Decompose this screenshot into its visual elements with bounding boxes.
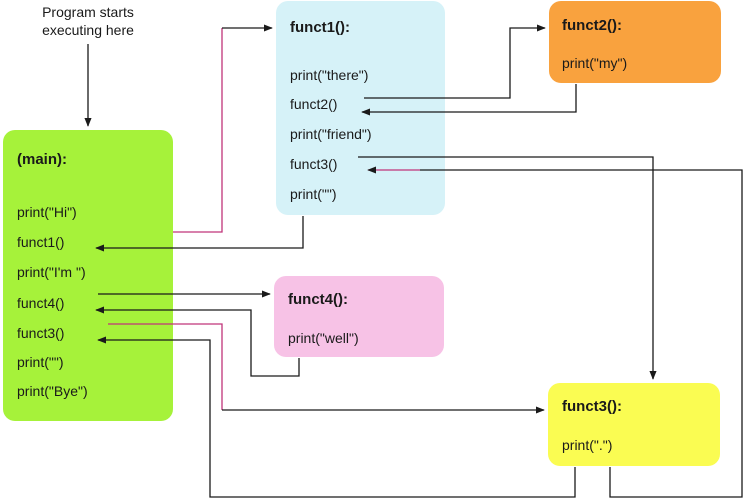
funct2-title: funct2(): [562,17,622,34]
main-line-print-im: print("I'm ") [17,264,86,280]
funct4-title: funct4(): [288,291,348,308]
main-line-funct3-call: funct3() [17,325,65,341]
call-funct1-wire [173,28,223,233]
funct3-box: funct3(): print(".") [548,383,720,466]
funct1-title: funct1(): [290,19,350,36]
return-funct3-to-main-arrow [97,336,576,498]
funct4-line-print-well: print("well") [288,330,359,346]
start-note: Program starts executing here [22,3,154,39]
main-title: (main): [17,151,67,168]
funct1-line-funct2-call: funct2() [290,96,338,112]
funct1-line-print-friend: print("friend") [290,126,372,142]
funct3-line-print-dot: print(".") [562,437,613,453]
main-line-print-empty: print("") [17,354,64,370]
return-funct3-to-funct1-wire [420,169,743,498]
main-line-print-hi: print("Hi") [17,204,77,220]
funct4-box: funct4(): print("well") [274,276,444,357]
funct1-line-funct3-call: funct3() [290,156,338,172]
start-note-line1: Program starts [42,4,134,20]
funct1-line-print-there: print("there") [290,67,369,83]
call-funct3-from-main-wire [108,323,223,410]
call-funct3-from-funct1-arrow [358,156,657,380]
return-funct2-arrow [361,84,577,116]
start-note-line2: executing here [42,22,134,38]
return-funct4-arrow [95,306,300,377]
funct1-box: funct1(): print("there") funct2() print(… [276,1,445,215]
funct2-line-print-my: print("my") [562,55,628,71]
return-funct1-arrow [95,216,304,252]
funct2-box: funct2(): print("my") [549,1,721,83]
call-funct2-arrow [364,24,546,99]
funct1-line-print-empty: print("") [290,186,337,202]
main-line-funct4-call: funct4() [17,295,65,311]
main-line-funct1-call: funct1() [17,234,65,250]
main-line-print-bye: print("Bye") [17,383,88,399]
funct3-title: funct3(): [562,398,622,415]
main-box: (main): print("Hi") funct1() print("I'm … [3,130,173,421]
